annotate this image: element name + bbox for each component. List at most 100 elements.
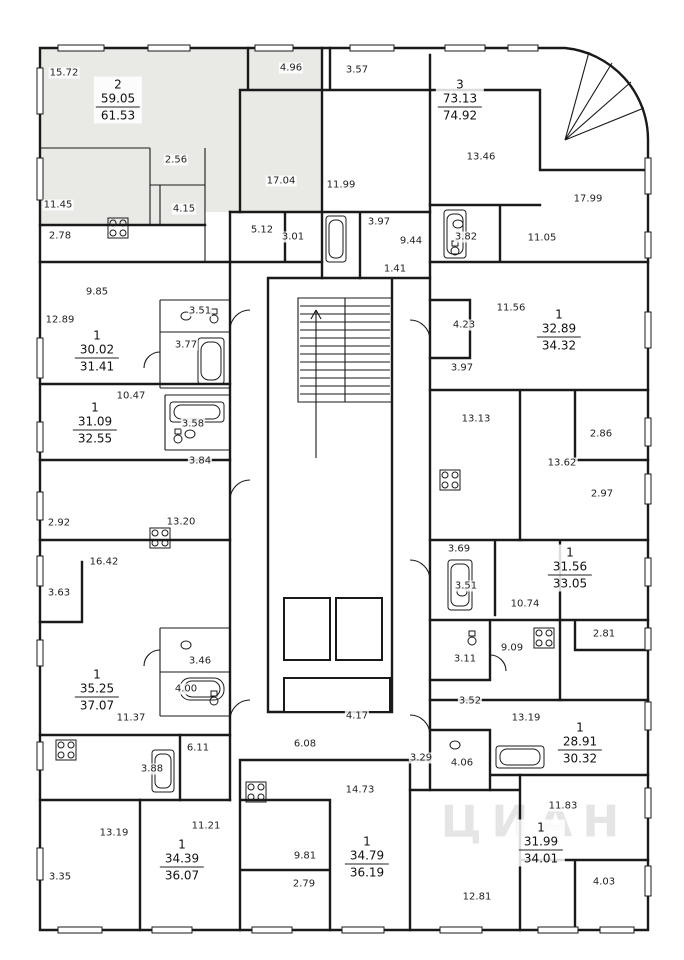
apartment-rooms-count: 1: [555, 307, 563, 322]
dimension-label: 3.46: [187, 655, 213, 667]
dimension-label: 2.81: [591, 628, 617, 640]
dimension-label: 3.82: [453, 231, 479, 243]
dimension-label: 13.19: [510, 712, 542, 724]
dimension-label: 3.58: [180, 418, 206, 430]
apartment-living-area: 28.91: [557, 735, 603, 751]
dimension-label: 17.04: [265, 175, 297, 187]
dimension-label: 17.99: [572, 193, 604, 205]
dimension-label: 5.12: [249, 224, 275, 236]
dimension-label: 14.73: [344, 784, 376, 796]
dimension-label: 11.37: [115, 712, 147, 724]
dimension-label: 3.57: [344, 64, 370, 76]
dimension-label: 16.42: [88, 556, 120, 568]
dimension-label: 3.97: [366, 216, 392, 228]
apartment-rooms-count: 3: [456, 77, 464, 92]
dimension-label: 9.44: [398, 235, 424, 247]
dimension-label: 10.74: [509, 598, 541, 610]
dimension-label: 2.56: [163, 154, 189, 166]
dimension-label: 13.19: [98, 827, 130, 839]
apartment-total-area: 34.32: [541, 338, 577, 353]
apartment-living-area: 34.39: [159, 852, 205, 868]
dimension-label: 2.92: [46, 517, 72, 529]
apartment-living-area: 35.25: [74, 682, 120, 698]
apartment-rooms-count: 1: [537, 820, 545, 835]
dimension-label: 4.03: [591, 876, 617, 888]
dimension-label: 13.20: [165, 516, 197, 528]
dimension-label: 1.41: [382, 263, 408, 275]
apartment-rooms-count: 1: [576, 720, 584, 735]
apartment-total-area: 32.55: [77, 431, 113, 446]
dimension-label: 9.09: [499, 642, 525, 654]
apartment-total-area: 34.01: [523, 851, 559, 866]
apartment-living-area: 30.02: [74, 343, 120, 359]
dimension-label: 3.01: [280, 231, 306, 243]
apartment-total-area: 36.19: [349, 865, 385, 880]
dimension-label: 2.86: [588, 428, 614, 440]
dimension-label: 11.45: [42, 199, 74, 211]
apartment-rooms-count: 2: [114, 77, 122, 92]
dimension-label: 13.62: [546, 457, 578, 469]
dimension-label: 4.15: [171, 203, 197, 215]
apartment-living-area: 59.05: [95, 92, 141, 108]
apartment-living-area: 31.56: [547, 560, 593, 576]
apartment-living-area: 73.13: [437, 92, 483, 108]
dimension-label: 9.85: [84, 286, 110, 298]
dimension-label: 3.35: [47, 871, 73, 883]
apartment-living-area: 31.09: [72, 415, 118, 431]
apartment-total-area: 61.53: [100, 108, 136, 123]
dimension-label: 12.81: [461, 891, 493, 903]
dimension-label: 3.29: [408, 752, 434, 764]
dimension-label: 3.84: [187, 455, 213, 467]
dimension-label: 4.23: [451, 319, 477, 331]
apartment-rooms-count: 1: [91, 400, 99, 415]
dimension-label: 4.00: [173, 683, 199, 695]
apartment-rooms-count: 1: [93, 667, 101, 682]
windows: [36, 44, 652, 934]
apartment-total-area: 37.07: [79, 698, 115, 713]
dimension-label: 2.97: [589, 488, 615, 500]
dimension-label: 6.08: [292, 738, 318, 750]
dimension-label: 2.78: [47, 230, 73, 242]
dimension-label: 4.06: [449, 757, 475, 769]
dimension-label: 3.11: [452, 653, 478, 665]
apartment-total-area: 36.07: [164, 868, 200, 883]
dimension-label: 6.11: [185, 742, 211, 754]
dimension-label: 3.69: [446, 543, 472, 555]
dimension-label: 13.13: [460, 413, 492, 425]
apartment-rooms-count: 1: [566, 545, 574, 560]
dimension-label: 2.79: [291, 878, 317, 890]
dimension-label: 3.51: [453, 580, 479, 592]
dimension-label: 12.89: [44, 314, 76, 326]
dimension-label: 4.96: [278, 62, 304, 74]
dimension-label: 9.81: [292, 850, 318, 862]
dimension-label: 3.51: [187, 305, 213, 317]
dimension-label: 10.47: [115, 390, 147, 402]
apartment-total-area: 33.05: [552, 576, 588, 591]
dimension-label: 11.83: [547, 800, 579, 812]
dimension-label: 11.05: [526, 232, 558, 244]
apartment-living-area: 31.99: [518, 835, 564, 851]
dimension-label: 11.21: [190, 820, 222, 832]
apartment-living-area: 34.79: [344, 849, 390, 865]
apartment-rooms-count: 1: [178, 837, 186, 852]
dimension-label: 3.97: [449, 362, 475, 374]
dimension-label: 11.56: [495, 302, 527, 314]
dimension-label: 13.46: [465, 151, 497, 163]
dimension-label: 11.99: [325, 179, 357, 191]
dimension-label: 3.77: [173, 339, 199, 351]
apartment-total-area: 31.41: [79, 359, 115, 374]
apartment-rooms-count: 1: [93, 328, 101, 343]
dimension-label: 3.88: [139, 763, 165, 775]
